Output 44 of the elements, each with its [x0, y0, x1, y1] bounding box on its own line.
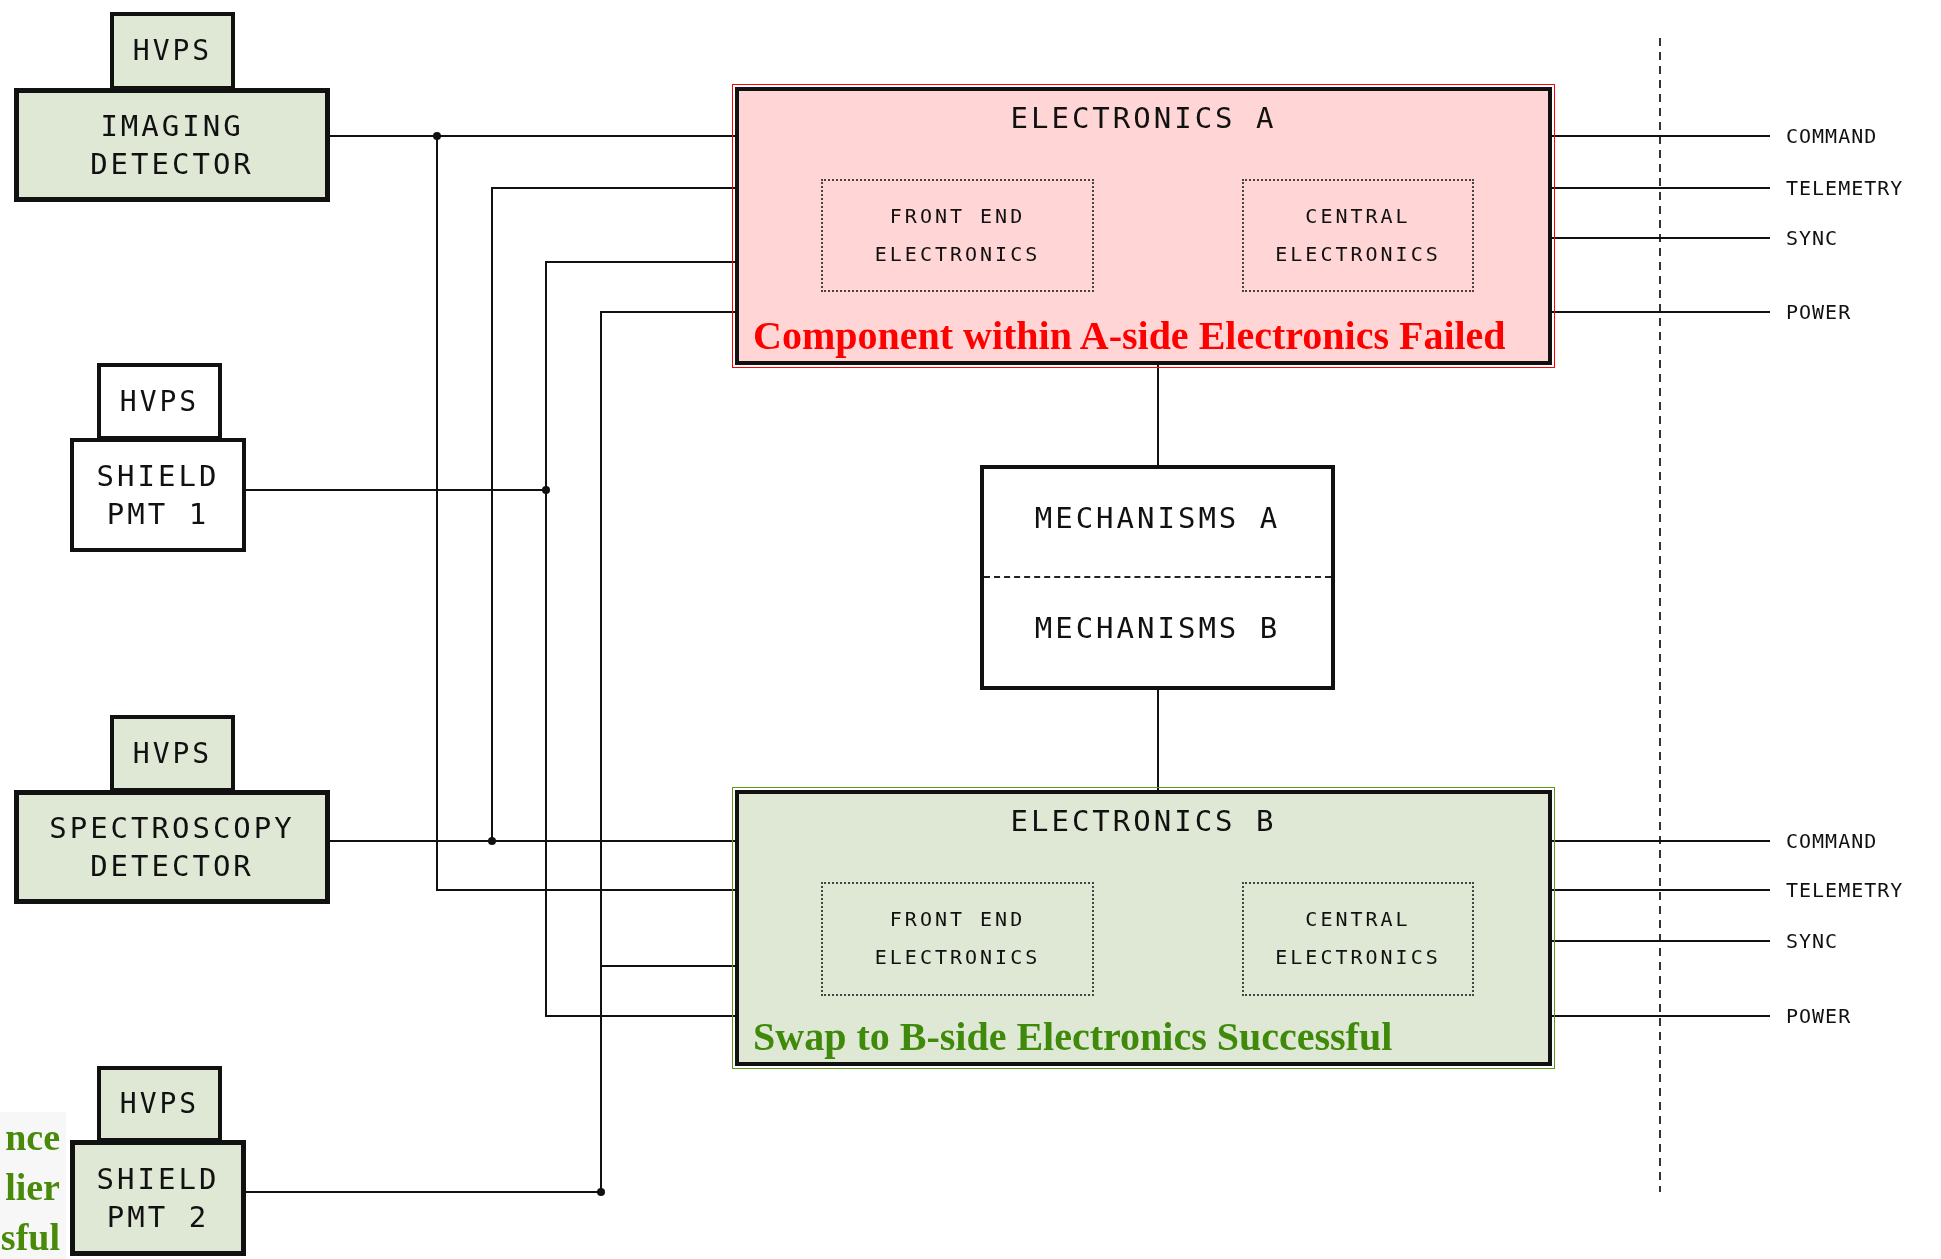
hvps-box: [110, 12, 235, 90]
electronics-module-box: [821, 882, 1094, 996]
mechanisms-box: [980, 465, 1335, 690]
electronics-module-box: [1242, 179, 1474, 292]
signal-label: TELEMETRY: [1786, 176, 1904, 200]
cropped-note-text: nce lier sful: [0, 1112, 66, 1259]
signal-label: SYNC: [1786, 929, 1839, 953]
detector-box: [14, 88, 330, 202]
hvps-box: [97, 363, 222, 440]
signal-label: TELEMETRY: [1786, 878, 1904, 902]
status-message: Component within A-side Electronics Failed: [753, 312, 1506, 359]
signal-label: POWER: [1786, 1004, 1852, 1028]
signal-label: COMMAND: [1786, 124, 1878, 148]
electronics-box: [735, 87, 1552, 365]
mechanism-label: MECHANISMS A: [1033, 501, 1282, 535]
detector-box: [70, 438, 246, 552]
signal-label: SYNC: [1786, 226, 1839, 250]
detector-box: [70, 1140, 246, 1256]
connector-line: [1157, 689, 1159, 791]
connector-line: [1157, 364, 1159, 466]
module-label: FRONT END ELECTRONICS: [873, 203, 1042, 268]
module-label: CENTRAL ELECTRONICS: [1274, 203, 1442, 268]
detector-label: SPECTROSCOPY DETECTOR: [48, 810, 296, 885]
detector-box: [14, 790, 330, 904]
detector-label: SHIELD PMT 2: [95, 1161, 221, 1236]
status-message: Swap to B-side Electronics Successful: [753, 1013, 1393, 1060]
electronics-module-box: [1242, 882, 1474, 996]
mechanism-label: MECHANISMS B: [1033, 611, 1282, 645]
hvps-label: HVPS: [131, 735, 214, 772]
hvps-box: [110, 715, 235, 792]
module-label: CENTRAL ELECTRONICS: [1274, 906, 1442, 971]
detector-label: SHIELD PMT 1: [95, 458, 221, 533]
hvps-box: [97, 1066, 222, 1142]
box-title: ELECTRONICS A: [1009, 101, 1278, 135]
electronics-module-box: [821, 179, 1094, 292]
signal-label: COMMAND: [1786, 829, 1878, 853]
module-label: FRONT END ELECTRONICS: [873, 906, 1042, 971]
hvps-label: HVPS: [118, 383, 201, 420]
signal-label: POWER: [1786, 300, 1852, 324]
box-title: ELECTRONICS B: [1009, 804, 1278, 838]
hvps-label: HVPS: [118, 1086, 201, 1122]
detector-label: IMAGING DETECTOR: [89, 108, 255, 183]
hvps-label: HVPS: [131, 33, 214, 69]
electronics-box: [735, 790, 1552, 1066]
